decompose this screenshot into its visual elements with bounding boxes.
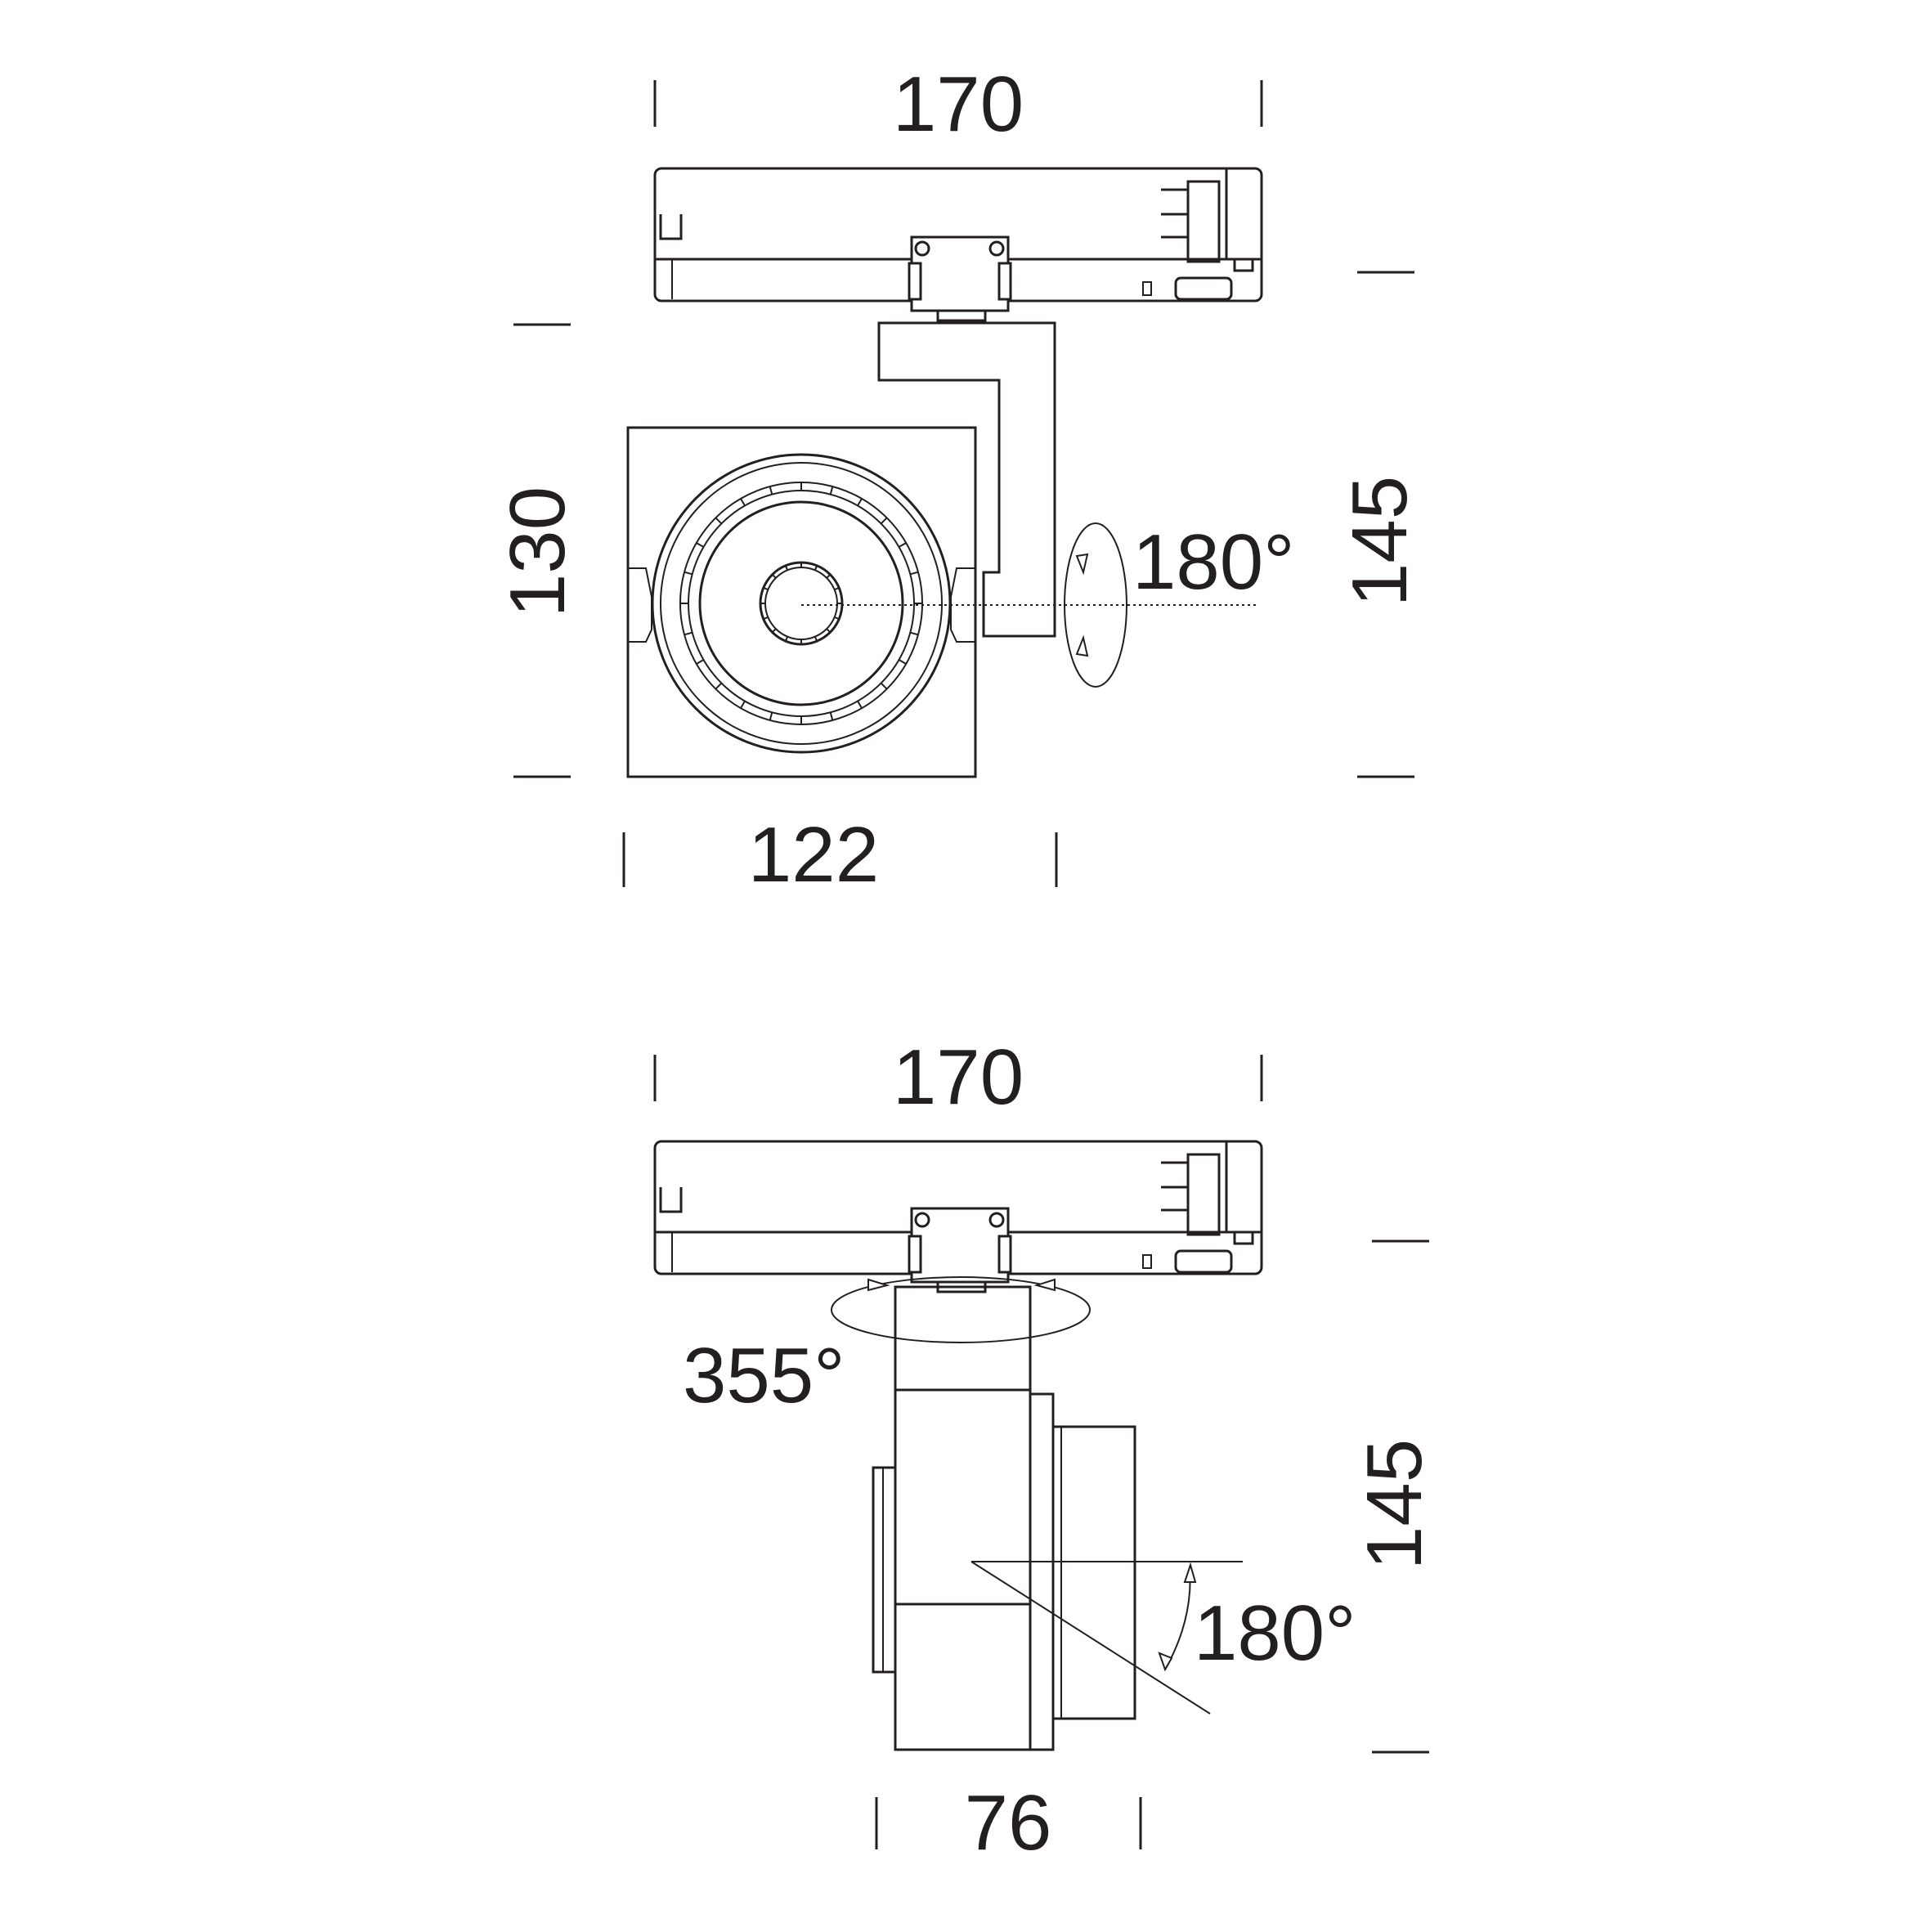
lens-ring-tick <box>769 486 773 495</box>
lens-ring-tick <box>696 659 704 665</box>
top-view: 170 <box>494 61 1423 899</box>
lens-core-tick <box>763 586 769 591</box>
side-view: 170 355° <box>653 1033 1438 1867</box>
lens-ring-tick <box>684 631 693 636</box>
lens-ring-tick <box>910 631 919 636</box>
lens-core-tick <box>814 636 818 642</box>
lens-ring-tick <box>769 712 773 721</box>
lens-core-tick <box>834 586 840 591</box>
lens-ring-tick <box>899 542 907 548</box>
side-width-label: 170 <box>893 1033 1024 1121</box>
side-total-height-label: 145 <box>1351 1439 1438 1570</box>
top-rotation-label: 180° <box>1132 518 1295 606</box>
lens-ring-tick <box>899 659 907 665</box>
lens-ring-tick <box>696 542 704 548</box>
lens-core-tick <box>771 628 777 634</box>
lens-core-tick <box>814 565 818 571</box>
lens-ring-tick <box>910 571 919 576</box>
side-arm <box>872 1285 1032 1751</box>
top-height-label: 130 <box>494 486 581 617</box>
side-tilt-indicator: 180° <box>970 1561 1356 1715</box>
top-total-height-label: 145 <box>1336 476 1423 607</box>
lens-ring-tick <box>880 517 888 525</box>
side-track-adapter <box>653 1140 1263 1293</box>
side-body-width-dimension: 76 <box>875 1779 1142 1867</box>
top-track-adapter <box>653 167 1263 322</box>
lens-ring-tick <box>857 701 863 709</box>
lens-ring-tick <box>715 682 723 690</box>
side-body-width-label: 76 <box>965 1779 1052 1867</box>
top-head <box>626 426 1259 778</box>
lens-ring-tick <box>880 682 888 690</box>
top-rotation-indicator: 180° <box>1064 518 1295 688</box>
lens-ring-tick <box>740 701 746 709</box>
lens-ring-tick <box>715 517 723 525</box>
top-head-width-label: 122 <box>748 811 879 899</box>
lens-ring-tick <box>829 486 834 495</box>
side-tilt-label: 180° <box>1194 1589 1356 1677</box>
lens-core-tick <box>834 616 840 621</box>
side-head <box>1029 1392 1136 1751</box>
top-width-label: 170 <box>893 61 1024 148</box>
lens-ring-ticks <box>680 482 922 724</box>
side-rotation-label: 355° <box>683 1332 845 1419</box>
top-width-dimension: 170 <box>653 61 1263 148</box>
lens-core-tick <box>784 565 789 571</box>
lens-ring-tick <box>684 571 693 576</box>
top-total-height-dimension: 145 <box>1336 271 1423 778</box>
top-height-dimension: 130 <box>494 323 581 778</box>
lens-ring-tick <box>740 498 746 506</box>
lens-ring-tick <box>829 712 834 721</box>
top-arm <box>877 321 1056 638</box>
lens-core-tick <box>826 573 832 579</box>
top-head-width-dimension: 122 <box>622 811 1058 899</box>
lens-core-tick <box>763 616 769 621</box>
lens-ring-tick <box>857 498 863 506</box>
lens-core-tick <box>771 573 777 579</box>
side-width-dimension: 170 <box>653 1033 1263 1121</box>
lens-core-ticks <box>760 563 842 644</box>
lens-core-tick <box>826 628 832 634</box>
side-total-height-dimension: 145 <box>1351 1239 1438 1754</box>
side-rotation-indicator: 355° <box>683 1276 1091 1419</box>
lens-core-tick <box>784 636 789 642</box>
